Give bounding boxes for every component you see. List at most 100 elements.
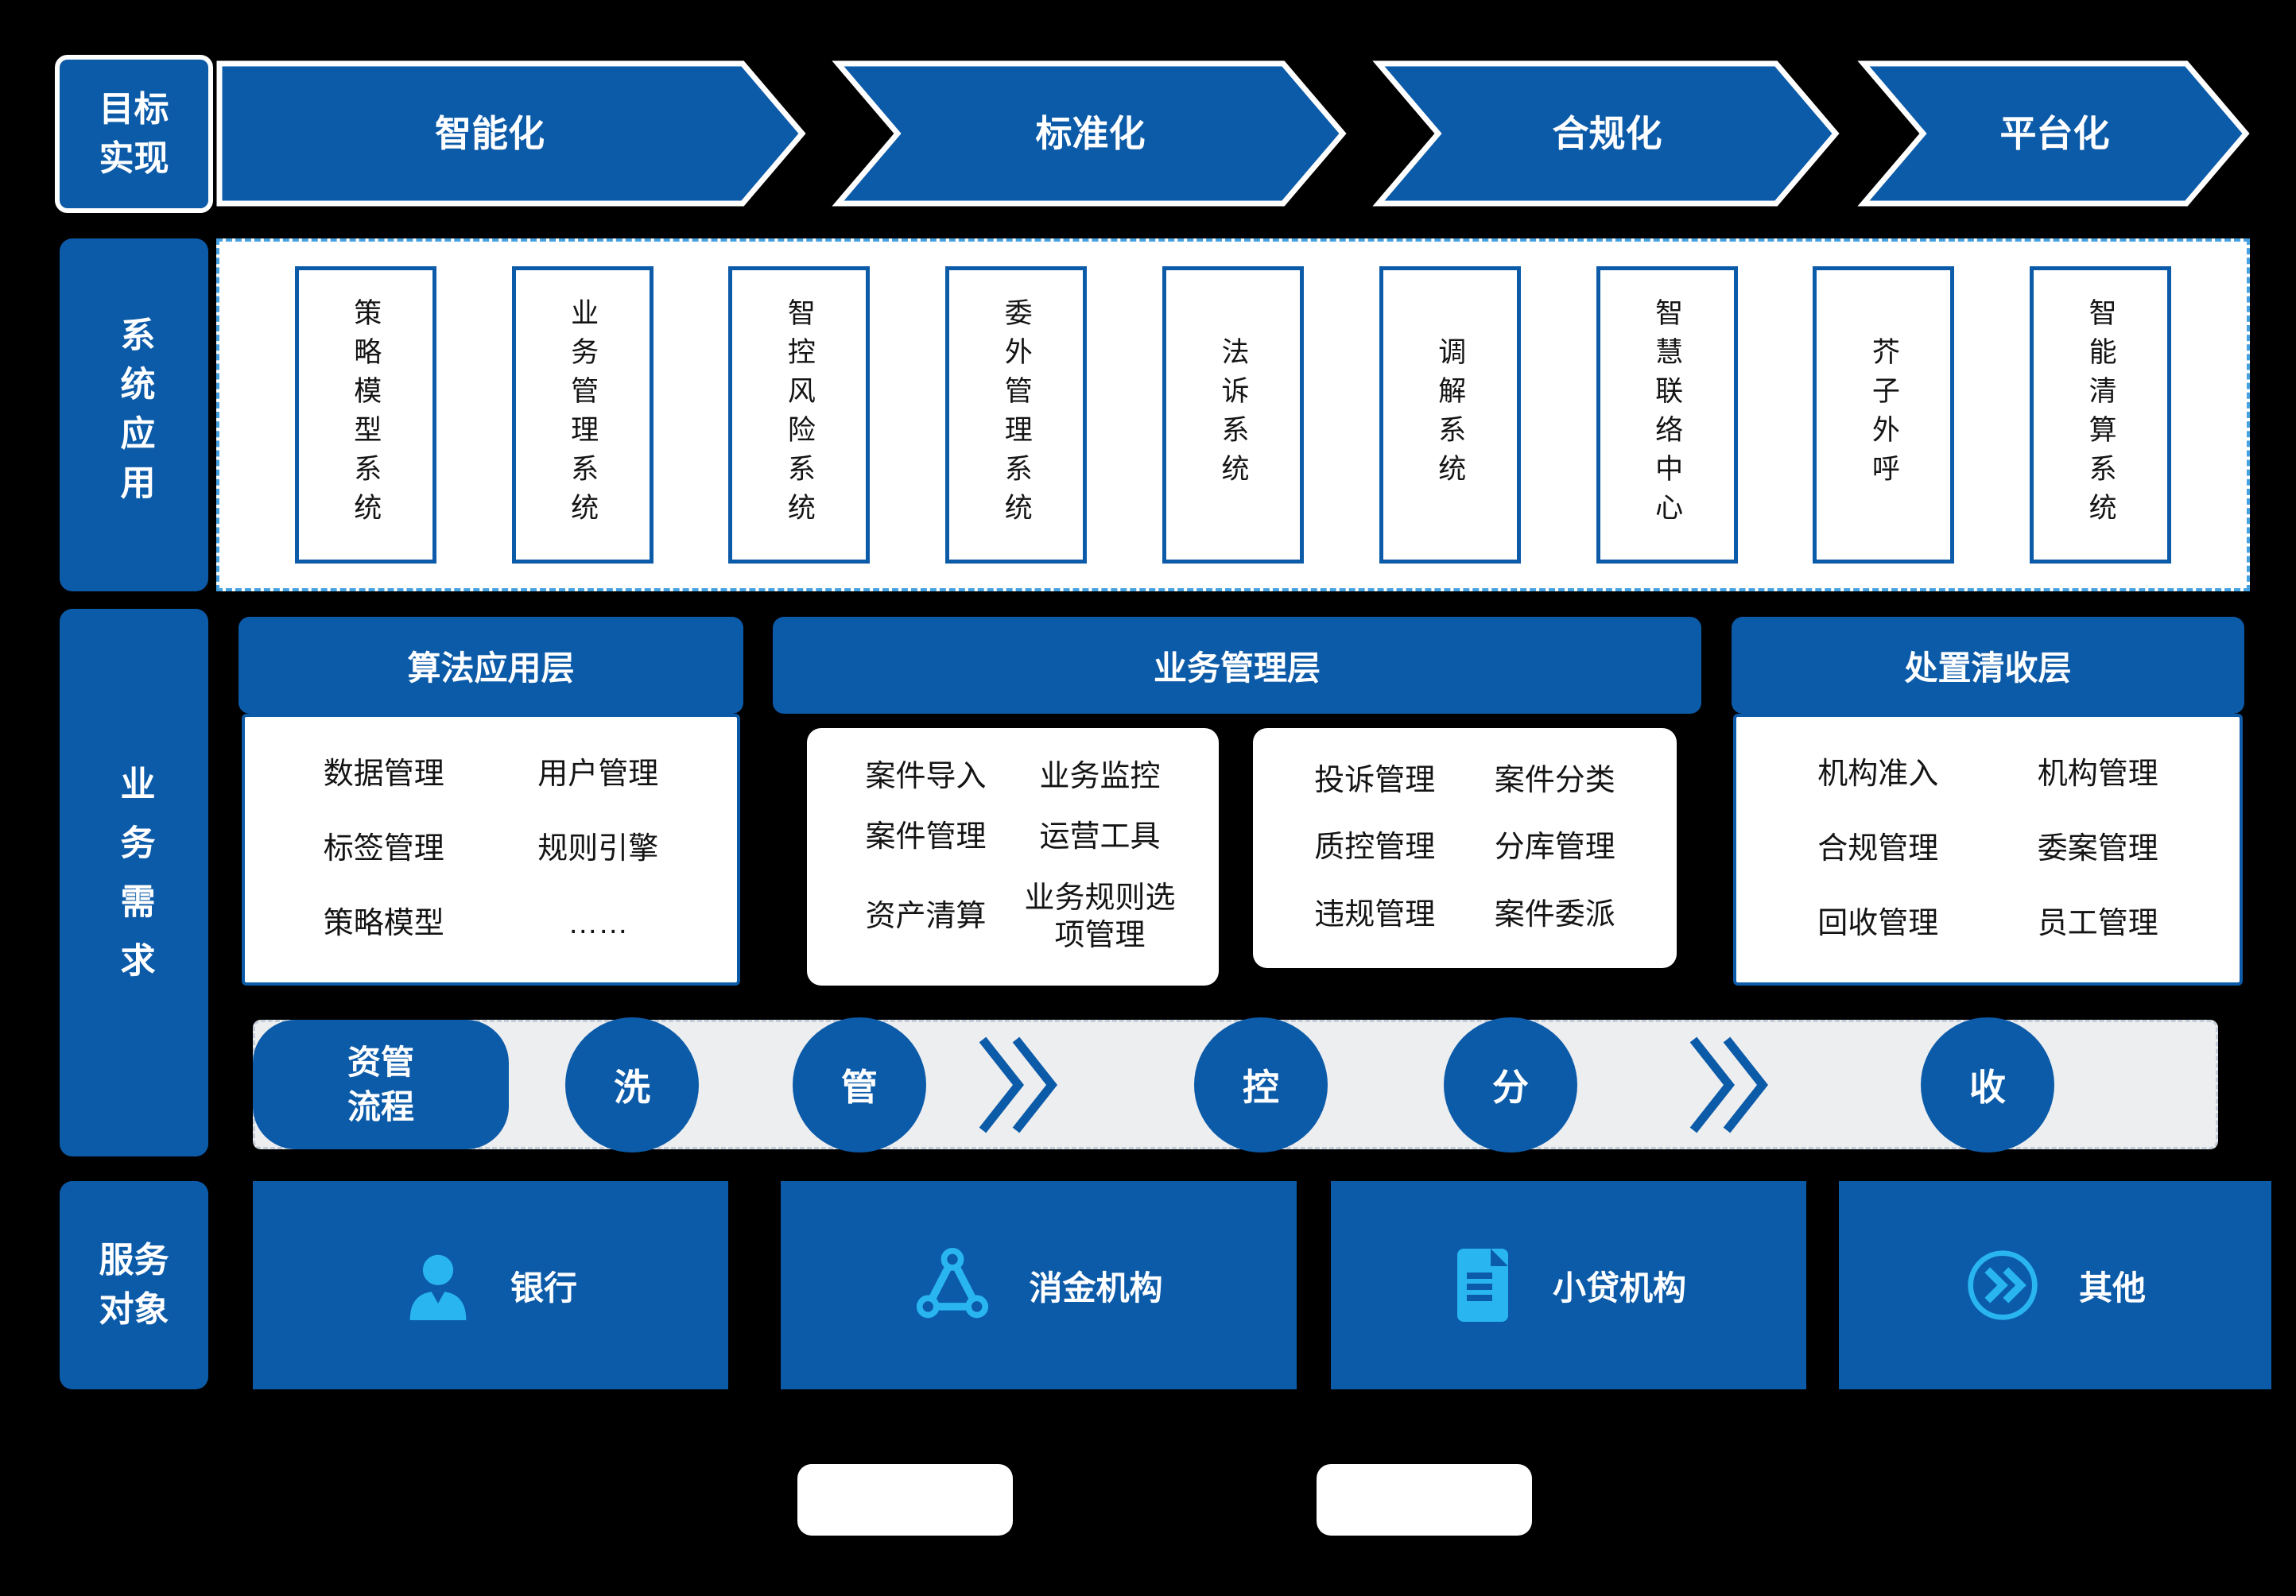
algo-layer-title: 算法应用层 [407,649,575,687]
algo-layer-header: 算法应用层 [239,617,743,714]
system-applications-panel: 策略模型系统 业务管理系统 智控风险系统 委外管理系统 法诉系统 调解系统 智慧… [216,238,2250,591]
sidebar-business-label: 业务需求 [114,765,154,1001]
double-chevron-icon [1689,1036,1769,1133]
biz-item: 案件分类 [1494,763,1615,797]
biz-layer-card-2: 投诉管理 案件分类 质控管理 分库管理 违规管理 案件委派 [1253,728,1677,968]
step-label: 洗 [614,1067,650,1108]
biz-layer-header: 业务管理层 [773,617,1701,714]
arrow-shape-1 [216,60,806,207]
biz-item: 业务监控 [1039,760,1161,794]
disposal-layer-header: 处置清收层 [1732,617,2244,714]
algo-item: 数据管理 [323,757,444,792]
sidebar-system: 系统应用 [60,238,208,591]
sidebar-service: 服务 对象 [60,1181,208,1389]
system-box: 法诉系统 [1162,266,1304,564]
service-box-bank: 银行 [253,1181,728,1389]
process-step-wash: 洗 [565,1017,699,1152]
system-box: 委外管理系统 [945,266,1088,564]
disposal-item: 机构准入 [1817,757,1939,792]
system-box: 业务管理系统 [511,266,654,564]
goal-arrow-4: 平台化 [1999,113,2110,154]
process-step-manage: 管 [793,1017,926,1152]
sidebar-business: 业务需求 [60,609,208,1156]
arrow-shape-4 [1857,60,2250,207]
disposal-item: 回收管理 [1817,907,1939,941]
disposal-item: 委案管理 [2037,832,2158,866]
goal-arrow-3: 合规化 [1552,113,1662,154]
biz-item: 质控管理 [1314,831,1436,865]
biz-item: 资产清算 [865,900,987,934]
system-box-label: 智控风险系统 [783,298,815,532]
biz-item: 案件管理 [865,820,987,854]
system-box: 智能清算系统 [2030,266,2172,564]
system-box: 芥子外呼 [1813,266,1955,564]
service-box-small-loan: 小贷机构 [1331,1181,1806,1389]
step-label: 收 [1969,1067,2006,1108]
process-label-line1: 资管 [347,1043,414,1081]
document-icon [1456,1249,1508,1322]
service-box-consumer-finance: 消金机构 [781,1181,1297,1389]
arrow-shape-2 [832,60,1347,207]
system-box-label: 智慧联络中心 [1651,298,1683,532]
service-label: 消金机构 [1029,1269,1163,1307]
algo-item: 规则引擎 [537,832,659,866]
goal-arrow-1: 智能化 [435,113,545,154]
system-box-label: 智能清算系统 [2085,298,2116,532]
service-box-other: 其他 [1839,1181,2271,1389]
sidebar-service-line1: 服务 [99,1241,169,1280]
biz-layer-title: 业务管理层 [1153,649,1321,687]
process-step-split: 分 [1444,1017,1577,1152]
step-label: 控 [1243,1067,1279,1108]
disposal-item: 员工管理 [2037,907,2158,941]
process-label-line2: 流程 [347,1087,414,1125]
person-icon [409,1254,467,1320]
goal-arrows-graphic [216,60,2250,207]
system-box-label: 委外管理系统 [1000,298,1032,532]
step-label: 分 [1492,1067,1529,1108]
service-label: 银行 [510,1269,577,1307]
network-triangle-icon [917,1247,989,1319]
sidebar-goal: 目标 实现 [55,55,213,213]
sidebar-goal-line1: 目标 [99,89,169,129]
arrow-shape-3 [1372,60,1840,207]
biz-item: 案件导入 [865,760,987,794]
biz-item: 投诉管理 [1314,763,1436,797]
shuffle-circle-icon [1968,1250,2038,1320]
process-step-control: 控 [1194,1017,1328,1152]
system-box: 智慧联络中心 [1596,266,1738,564]
step-label: 管 [841,1067,878,1108]
sidebar-goal-line2: 实现 [99,138,169,178]
sidebar-service-line2: 对象 [99,1290,169,1329]
disposal-layer-title: 处置清收层 [1904,649,2072,687]
biz-layer-card-1: 案件导入 业务监控 案件管理 运营工具 资产清算 业务规则选项管理 [807,728,1219,986]
system-box: 调解系统 [1379,266,1521,564]
biz-item: 业务规则选项管理 [1024,881,1176,953]
biz-item: 运营工具 [1039,820,1161,854]
system-box: 策略模型系统 [294,266,436,564]
process-label: 资管 流程 [253,1020,509,1149]
system-box-label: 业务管理系统 [567,298,599,532]
biz-item: 案件委派 [1494,897,1615,932]
legend-box-2 [1317,1464,1532,1536]
sidebar-system-label: 系统应用 [114,316,154,513]
biz-item: 分库管理 [1494,831,1615,865]
legend-box-1 [797,1464,1013,1536]
system-box: 智控风险系统 [728,266,871,564]
algo-item: 用户管理 [537,757,659,792]
biz-item: 违规管理 [1314,897,1436,932]
system-box-label: 调解系统 [1434,337,1466,493]
disposal-item: 机构管理 [2037,757,2158,792]
service-label: 其他 [2078,1269,2146,1307]
disposal-layer-content: 机构准入 机构管理 合规管理 委案管理 回收管理 员工管理 [1733,714,2243,986]
system-box-label: 芥子外呼 [1867,337,1899,493]
system-box-label: 策略模型系统 [350,298,382,532]
process-step-collect: 收 [1921,1017,2054,1152]
algo-layer-content: 数据管理 用户管理 标签管理 规则引擎 策略模型 …… [242,714,740,986]
algo-item: …… [568,907,629,941]
disposal-item: 合规管理 [1817,832,1939,866]
goal-arrow-2: 标准化 [1035,113,1146,154]
service-label: 小贷机构 [1552,1269,1686,1307]
double-chevron-icon [979,1036,1058,1133]
algo-item: 标签管理 [323,832,444,866]
